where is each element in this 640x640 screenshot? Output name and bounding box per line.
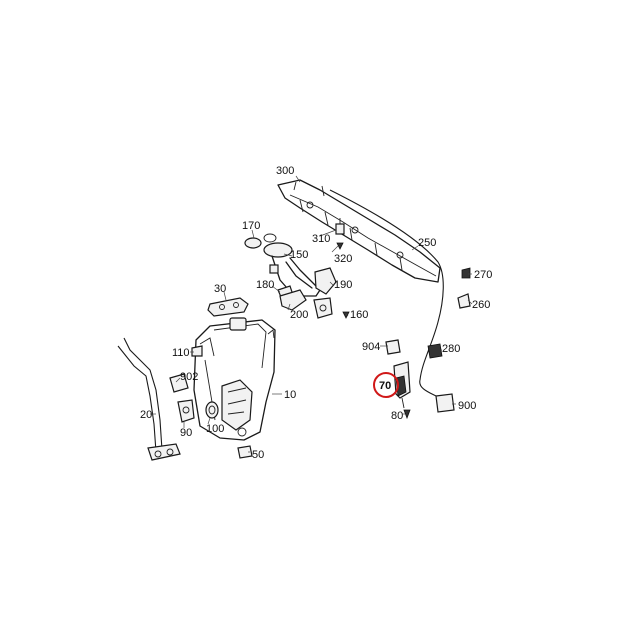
- nozzle-310: [335, 218, 345, 235]
- connector-900: [435, 393, 455, 413]
- washer-pump-70: [393, 361, 411, 409]
- seal-100: [205, 401, 219, 419]
- cap-170: [244, 233, 277, 249]
- callout-280[interactable]: 280: [442, 343, 460, 355]
- callout-200[interactable]: 200: [290, 309, 308, 321]
- callout-80[interactable]: 80: [391, 410, 403, 422]
- valve-280: [427, 343, 443, 359]
- sensor-90: [177, 399, 195, 423]
- clip-270: [461, 267, 471, 279]
- callout-20[interactable]: 20: [140, 409, 152, 421]
- callout-10[interactable]: 10: [284, 389, 296, 401]
- callout-160[interactable]: 160: [350, 309, 368, 321]
- callout-150[interactable]: 150: [290, 249, 308, 261]
- callout-110[interactable]: 110: [172, 347, 190, 359]
- callout-902[interactable]: 902: [180, 371, 198, 383]
- callout-310[interactable]: 310: [312, 233, 330, 245]
- callout-904[interactable]: 904: [362, 341, 380, 353]
- highlight-ring-70: [373, 372, 399, 398]
- pipe-20: [117, 337, 181, 461]
- cowl-panel: [277, 179, 441, 283]
- callout-70[interactable]: 70: [379, 380, 391, 392]
- callout-180[interactable]: 180: [256, 279, 274, 291]
- callout-270[interactable]: 270: [474, 269, 492, 281]
- clip-110: [191, 345, 203, 357]
- washer-hose: [329, 189, 444, 397]
- callout-170[interactable]: 170: [242, 220, 260, 232]
- leader-lines: [150, 175, 473, 453]
- callout-900[interactable]: 900: [458, 400, 476, 412]
- callout-90[interactable]: 90: [180, 427, 192, 439]
- clip-260: [457, 293, 471, 309]
- callout-100[interactable]: 100: [206, 423, 224, 435]
- reservoir-10: [193, 317, 276, 441]
- callout-300[interactable]: 300: [276, 165, 294, 177]
- pump-bracket-200: [279, 289, 307, 311]
- callout-260[interactable]: 260: [472, 299, 490, 311]
- connector-902: [169, 373, 189, 393]
- filler-neck-150: [263, 242, 321, 297]
- screw-80: [403, 409, 411, 420]
- callout-250[interactable]: 250: [418, 237, 436, 249]
- callout-30[interactable]: 30: [214, 283, 226, 295]
- bracket-160: [313, 297, 333, 319]
- screw-160: [342, 311, 350, 319]
- callout-320[interactable]: 320: [334, 253, 352, 265]
- cover-30: [207, 297, 249, 317]
- part-50: [237, 445, 253, 459]
- connector-904: [385, 339, 401, 355]
- grommet-190: [314, 267, 337, 295]
- callout-50[interactable]: 50: [252, 449, 264, 461]
- clip-320: [336, 242, 344, 250]
- callout-190[interactable]: 190: [334, 279, 352, 291]
